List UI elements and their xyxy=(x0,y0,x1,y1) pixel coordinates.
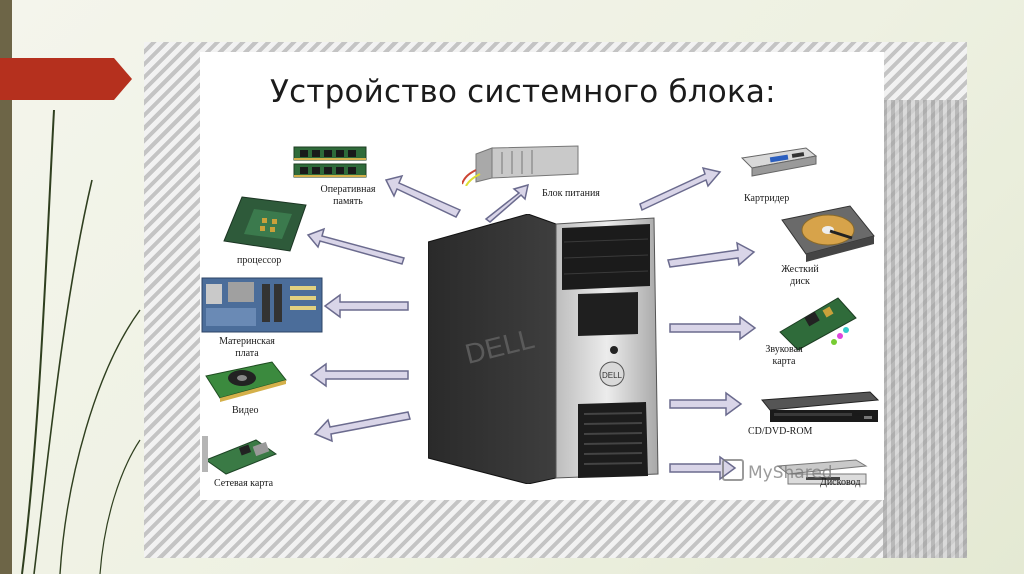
cpu-image xyxy=(223,196,307,252)
watermark-logo-icon xyxy=(722,459,744,481)
label-cardreader: Картридер xyxy=(744,193,790,204)
motherboard-image xyxy=(201,277,323,333)
label-floppy: Дисковод xyxy=(820,477,861,488)
frame-shadow xyxy=(883,100,967,558)
arrow-to-psu xyxy=(484,183,529,223)
label-psu: Блок питания xyxy=(542,188,600,199)
hdd-image xyxy=(781,205,875,262)
left-accent-bar xyxy=(0,0,12,574)
label-hdd-line2: диск xyxy=(790,276,810,287)
label-network: Сетевая карта xyxy=(214,478,274,489)
optical-drive-image xyxy=(761,391,880,422)
arrow-to-cardreader xyxy=(639,166,722,212)
system-unit-tower: DELL DELL xyxy=(428,214,659,484)
label-hdd-line1: Жесткий xyxy=(781,264,819,275)
label-motherboard-line2: плата xyxy=(235,348,259,359)
label-optical: CD/DVD-ROM xyxy=(748,426,813,437)
label-motherboard-line1: Материнская xyxy=(219,336,275,347)
arrow-to-sound xyxy=(669,315,757,341)
label-sound-line1: Звуковая xyxy=(765,344,803,355)
video-card-image xyxy=(205,361,287,402)
psu-image xyxy=(462,145,579,186)
label-video: Видео xyxy=(232,405,259,416)
arrow-to-ram xyxy=(384,174,462,218)
dell-badge-logo: DELL xyxy=(602,371,623,380)
floppy-drive-image xyxy=(776,459,868,485)
cardreader-image xyxy=(740,147,818,177)
arrow-to-hdd xyxy=(667,241,756,268)
arrow-to-floppy xyxy=(669,455,737,481)
label-sound-line2: карта xyxy=(772,356,796,367)
arrow-to-network xyxy=(313,411,411,443)
arrow-to-motherboard xyxy=(323,293,409,319)
ram-image xyxy=(293,146,367,178)
watermark: MyShared xyxy=(722,459,833,483)
label-ram: Оперативная память xyxy=(320,184,376,207)
arrow-to-optical xyxy=(669,391,743,417)
title-marker-tab xyxy=(0,58,132,100)
slide-title: Устройство системного блока: xyxy=(270,74,776,110)
label-cpu: процессор xyxy=(237,255,282,266)
arrow-to-cpu xyxy=(306,227,405,265)
sound-card-image xyxy=(779,297,857,351)
decorative-curves xyxy=(21,109,141,574)
arrow-to-video xyxy=(309,362,409,388)
watermark-text: MyShared xyxy=(748,463,833,483)
network-card-image xyxy=(202,436,278,475)
